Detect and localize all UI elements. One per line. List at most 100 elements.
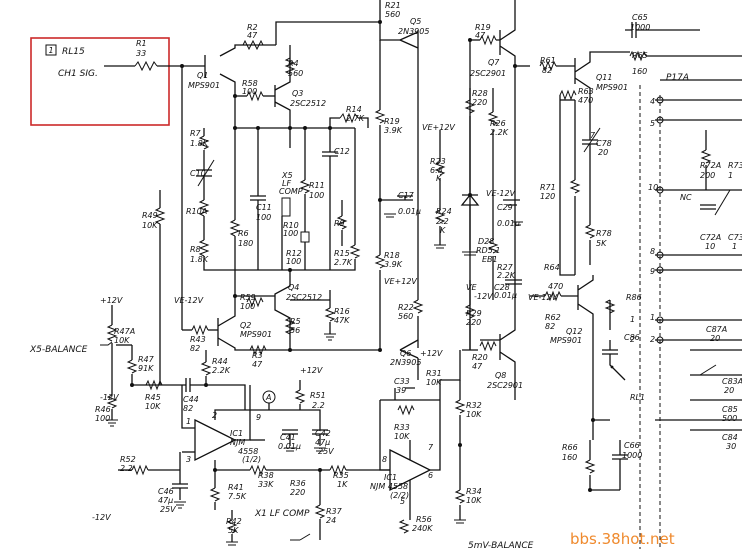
type-q6: 2N3905 bbox=[390, 358, 421, 367]
label-r19a: R19 bbox=[384, 117, 400, 126]
net-labels: X5-BALANCE X1 LF COMP 5mV-BALANCE A VE+1… bbox=[29, 97, 658, 549]
value-r46: 100 bbox=[95, 414, 110, 423]
label-r73: R73 bbox=[728, 161, 742, 170]
type-q8: 2SC2901 bbox=[487, 381, 523, 390]
type-q4: 2SC2512 bbox=[286, 293, 322, 302]
label-r22: R22 bbox=[398, 303, 414, 312]
signal-highlight-box: 1 RL15 CH1 SIG. bbox=[30, 37, 170, 126]
label-c10: C10 bbox=[190, 169, 206, 178]
value-c44: 82 bbox=[183, 404, 193, 413]
label-r51: R51 bbox=[310, 391, 326, 400]
value-c87a: 20 bbox=[710, 334, 720, 343]
label-c17: C17 bbox=[398, 191, 415, 200]
value-r42: 5K bbox=[228, 526, 239, 535]
label-r65: R65 bbox=[632, 51, 648, 60]
label-r44: R44 bbox=[212, 357, 228, 366]
minus12-a: -12V bbox=[100, 393, 119, 402]
junction-dots bbox=[130, 20, 595, 492]
label-c33: C33 bbox=[394, 377, 410, 386]
pin-10: 10 bbox=[648, 183, 658, 192]
label-r46: R46 bbox=[95, 405, 111, 414]
value-r47a: 10K bbox=[114, 336, 130, 345]
ve-minus12-a: VE-12V bbox=[174, 296, 204, 305]
pin-1: 1 bbox=[650, 313, 655, 322]
value-r23: 6.8 bbox=[430, 166, 443, 175]
label-r35: R35 bbox=[333, 471, 349, 480]
label-r1: R1 bbox=[136, 39, 147, 48]
label-q8: Q8 bbox=[495, 371, 506, 380]
value-r7: 1.8K bbox=[190, 139, 209, 148]
label-c65: C65 bbox=[632, 13, 648, 22]
value-r19a: 3.9K bbox=[384, 126, 403, 135]
ve-minus12-b: VE-12V bbox=[486, 189, 516, 198]
label-r23: R23 bbox=[430, 157, 446, 166]
ic-pin-5: 5 bbox=[400, 497, 405, 506]
label-c44: C44 bbox=[183, 395, 199, 404]
value-c66: 1000 bbox=[622, 451, 642, 460]
label-r14: R14 bbox=[346, 105, 362, 114]
value-c65: 1000 bbox=[630, 23, 650, 32]
pin-7: 7 bbox=[590, 131, 596, 140]
value-r65: 160 bbox=[632, 67, 647, 76]
label-c72a: C72A bbox=[700, 233, 721, 242]
label-r36: R36 bbox=[290, 479, 306, 488]
value-r23-unit: K bbox=[436, 174, 442, 183]
value-r24-unit: K bbox=[440, 226, 446, 235]
value-c78: 20 bbox=[598, 148, 608, 157]
text-x5-lf: LF bbox=[282, 179, 291, 188]
plus12-c: +12V bbox=[420, 349, 443, 358]
label-c66: C66 bbox=[624, 441, 640, 450]
label-r26: R26 bbox=[490, 119, 506, 128]
value-r11: 100 bbox=[309, 191, 324, 200]
label-q7: Q7 bbox=[488, 58, 500, 67]
ve-plus12-a: VE+12V bbox=[422, 123, 455, 132]
value-r18: 3.9K bbox=[384, 260, 403, 269]
label-r78: R78 bbox=[596, 229, 612, 238]
label-r10: R10 bbox=[283, 221, 299, 230]
label-c29: C29 bbox=[497, 203, 513, 212]
value-r1: 33 bbox=[136, 49, 146, 58]
value-r72a: 200 bbox=[700, 171, 715, 180]
value-r43: 82 bbox=[190, 344, 200, 353]
label-c83a: C83A bbox=[722, 377, 742, 386]
value-r47: 91K bbox=[138, 364, 154, 373]
label-r27: R27 bbox=[497, 263, 514, 272]
label-q5: Q5 bbox=[410, 17, 421, 26]
value-r32: 10K bbox=[466, 410, 482, 419]
label-r72a: R72A bbox=[700, 161, 721, 170]
xs-balance-label: X5-BALANCE bbox=[29, 345, 88, 355]
label-r59: R59 bbox=[240, 293, 256, 302]
type-ic1a: NJM bbox=[230, 438, 245, 447]
label-r7: R7 bbox=[190, 129, 202, 138]
value-r64: 470 bbox=[548, 282, 563, 291]
label-r28: R28 bbox=[472, 89, 488, 98]
label-r5: R5 bbox=[290, 317, 301, 326]
pin-4: 4 bbox=[650, 97, 655, 106]
label-r8: R8 bbox=[190, 245, 201, 254]
label-c84: C84 bbox=[722, 433, 738, 442]
type-ic1a-num: 4558 bbox=[238, 447, 258, 456]
label-r41: R41 bbox=[228, 483, 244, 492]
badge-number: 1 bbox=[49, 46, 54, 55]
value-r41: 7.5K bbox=[228, 492, 247, 501]
label-r15: R15 bbox=[334, 249, 350, 258]
value-r71: 120 bbox=[540, 192, 555, 201]
value-r28: 220 bbox=[472, 98, 487, 107]
type-ic1a-part: (1/2) bbox=[242, 455, 261, 464]
value-r36: 220 bbox=[290, 488, 305, 497]
label-r37: R37 bbox=[326, 507, 343, 516]
value-r16: 47K bbox=[334, 316, 350, 325]
label-q11: Q11 bbox=[596, 73, 612, 82]
label-r49: R49 bbox=[142, 211, 158, 220]
label-r9: R9 bbox=[334, 219, 345, 228]
label-c12: C12 bbox=[334, 147, 350, 156]
ve-plus12-b: VE+12V bbox=[384, 277, 417, 286]
label-r19b: R19 bbox=[475, 23, 491, 32]
label-r38: R38 bbox=[258, 471, 274, 480]
value-r61: 82 bbox=[542, 66, 552, 75]
label-r58: R58 bbox=[242, 79, 258, 88]
label-r10a: R10A bbox=[186, 207, 207, 216]
type-q12: MPS901 bbox=[550, 336, 582, 345]
ve-minus12-d: VE bbox=[466, 283, 477, 292]
label-r31: R31 bbox=[426, 369, 442, 378]
